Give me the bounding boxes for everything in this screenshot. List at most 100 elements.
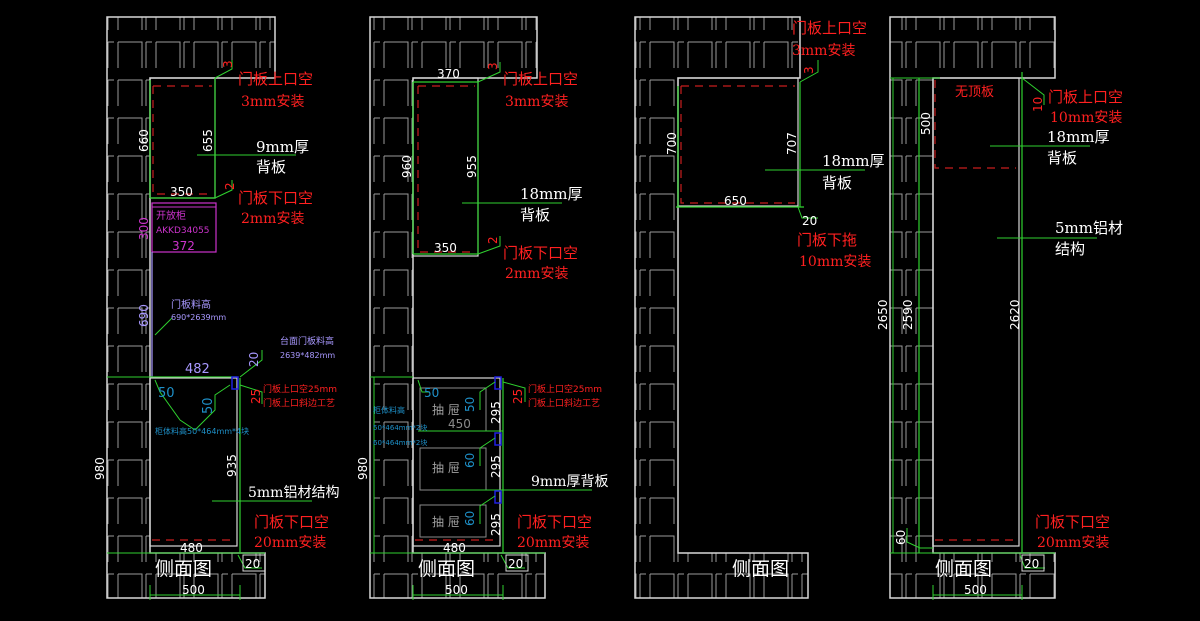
upper-hidden-line — [417, 85, 475, 253]
note-structure-2: 结构 — [1055, 240, 1085, 258]
drawer — [419, 504, 487, 538]
note-upper-bottom-2: 2mm安装 — [241, 211, 304, 227]
dim-upper-width: 350 — [434, 241, 457, 255]
dim-upper-outer-width: 370 — [437, 67, 460, 81]
side-material: 柜体料高50*464mm*4块 — [155, 426, 249, 436]
leader-line — [237, 554, 262, 569]
note-lower-bottom-1: 门板下口空 — [254, 513, 329, 531]
note-upper-top-2: 3mm安装 — [505, 94, 568, 110]
dim-lower-top: 25 — [249, 389, 263, 404]
dim-upper-top: 3 — [221, 60, 235, 68]
dim-bottom: 20 — [802, 214, 817, 228]
panel-4: 无顶板 10 门板上口空 10mm安装 500 18mm厚 背板 5mm铝材 结… — [876, 16, 1123, 600]
dim-counter-width: 482 — [185, 362, 210, 377]
note-no-top: 无顶板 — [955, 85, 994, 100]
note-back-panel-1: 18mm厚 — [520, 185, 583, 203]
dim-side-b: 50 — [201, 397, 216, 414]
drawer-label: 抽 屉 — [432, 403, 460, 417]
dim-upper-top: 3 — [486, 62, 500, 70]
note-bottom-1: 门板下拖 — [797, 231, 857, 249]
note-structure-1: 5mm铝材 — [1055, 219, 1123, 237]
view-label: 侧面图 — [155, 558, 212, 580]
dim-side-a: 50 — [158, 386, 175, 401]
drawer-material-3: 60*464mm*2块 — [373, 438, 427, 447]
open-shelf-width: 372 — [172, 239, 195, 253]
dim-counter-door: 20 — [247, 352, 261, 367]
dim-upper-height: 500 — [919, 112, 933, 135]
dim-toe-gap: 20 — [1024, 557, 1039, 571]
note-structure: 5mm铝材结构 — [248, 485, 339, 501]
note-lower-bottom-1: 门板下口空 — [517, 513, 592, 531]
upper-cabinet — [677, 77, 799, 207]
drawer-side-dim: 50 — [424, 386, 439, 400]
dim-upper-bottom: 2 — [486, 236, 500, 244]
drawer-material-2: 50*464mm*2块 — [373, 423, 427, 432]
note-lower-bottom-2: 20mm安装 — [1037, 535, 1109, 551]
open-shelf-height: 300 — [137, 217, 151, 240]
note-upper-top-1: 门板上口空 — [238, 70, 313, 88]
note-back-panel-2: 背板 — [1047, 149, 1077, 167]
view-label: 侧面图 — [732, 558, 789, 580]
dim-upper-top: 3 — [802, 66, 816, 74]
drawer-dim: 50 — [463, 397, 477, 412]
hinge-icon — [231, 376, 239, 390]
open-shelf-title: 开放柜 — [156, 209, 186, 222]
note-lower-back-panel: 9mm厚背板 — [531, 474, 608, 490]
note-back-panel-2: 背板 — [520, 206, 550, 224]
counter-door-size: 2639*482mm — [280, 351, 335, 360]
note-upper-top-2: 3mm安装 — [241, 94, 304, 110]
tall-cabinet — [932, 77, 1020, 547]
dim-lower-width: 480 — [443, 541, 466, 555]
note-back-panel-1: 18mm厚 — [1047, 128, 1110, 146]
dim-lower-width: 480 — [180, 541, 203, 555]
note-upper-top-1: 门板上口空 — [503, 70, 578, 88]
dim-toe-gap: 20 — [245, 557, 260, 571]
view-label: 侧面图 — [935, 558, 992, 580]
hinge-icon — [494, 432, 502, 446]
drawer-dim: 60 — [463, 511, 477, 526]
counter-door-label: 台面门板料高 — [280, 335, 334, 347]
dim-lower-door-height: 935 — [225, 454, 239, 477]
dim-floor-width: 500 — [964, 583, 987, 597]
drawer-height: 295 — [489, 513, 503, 536]
dim-upper-width: 650 — [724, 194, 747, 208]
dim-wall-height: 2590 — [901, 299, 915, 330]
dim-upper-door-height: 707 — [785, 132, 799, 155]
tall-door-size: 690*2639mm — [171, 313, 226, 322]
drawer-label: 抽 屉 — [432, 461, 460, 475]
panel-3: 门板上口空 3mm安装 3 700 707 18mm厚 背板 650 20 门板… — [634, 16, 885, 599]
dim-upper-door-height: 955 — [465, 155, 479, 178]
leader-line — [214, 60, 233, 79]
note-lower-bottom-2: 20mm安装 — [517, 535, 589, 551]
dim-floor-width: 500 — [445, 583, 468, 597]
dim-door-height: 2620 — [1008, 299, 1022, 330]
dim-floor-width: 500 — [182, 583, 205, 597]
upper-hidden-line — [152, 85, 212, 195]
note-upper-top-2: 3mm安装 — [792, 43, 855, 59]
dim-base: 60 — [894, 530, 908, 545]
leader-line — [239, 350, 263, 378]
drawer-height: 295 — [489, 455, 503, 478]
note-back-panel-1: 9mm厚 — [256, 138, 309, 156]
note-upper-bottom-2: 2mm安装 — [505, 266, 568, 282]
note-lower-top-2: 门板上口斜边工艺 — [528, 397, 600, 409]
note-back-panel-2: 背板 — [256, 158, 286, 176]
note-upper-bottom-1: 门板下口空 — [238, 189, 313, 207]
dim-total-height: 2650 — [876, 299, 890, 330]
hinge-icon — [494, 376, 502, 390]
leader-line — [154, 379, 196, 431]
dim-upper-height: 700 — [665, 132, 679, 155]
note-back-panel-1: 18mm厚 — [822, 152, 885, 170]
dim-upper-door-height: 655 — [201, 129, 215, 152]
note-lower-top-1: 门板上口空25mm — [528, 383, 602, 395]
dim-upper-bottom: 2 — [223, 182, 237, 190]
dim-lower-top: 25 — [511, 389, 525, 404]
note-lower-bottom-2: 20mm安装 — [254, 535, 326, 551]
dim-lower-height: 980 — [93, 457, 107, 480]
note-upper-top-1: 门板上口空 — [1048, 88, 1123, 106]
panel-2: 370 3 门板上口空 3mm安装 960 955 18mm厚 背板 350 2… — [356, 16, 608, 600]
view-label: 侧面图 — [418, 558, 475, 580]
note-upper-top-1: 门板上口空 — [792, 19, 867, 37]
dim-toe-gap: 20 — [508, 557, 523, 571]
